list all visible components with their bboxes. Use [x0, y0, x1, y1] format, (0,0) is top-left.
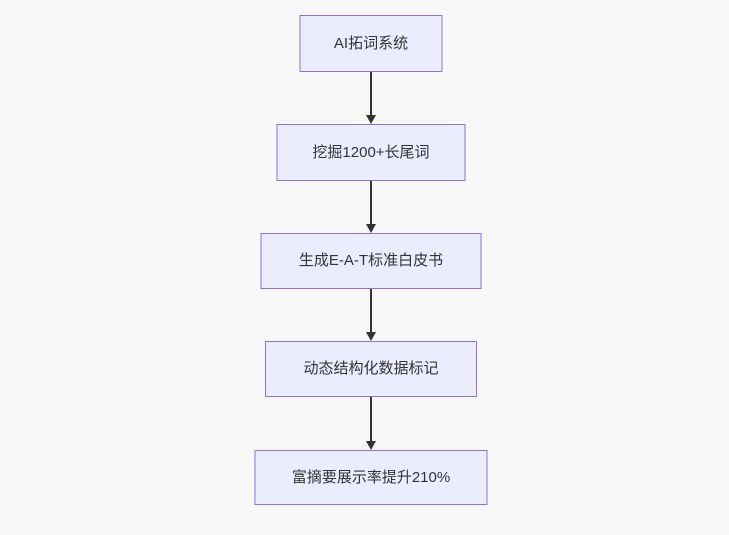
flow-node-label: 挖掘1200+长尾词	[312, 143, 430, 161]
flow-node-label: AI拓词系统	[333, 34, 409, 52]
flow-node-rich-snippet-result: 富摘要展示率提升210%	[254, 450, 488, 505]
flow-node-label: 动态结构化数据标记	[303, 360, 439, 377]
arrow-line	[370, 181, 372, 224]
flow-node-label: 生成E-A-T标准白皮书	[298, 252, 444, 269]
flow-node-label: 富摘要展示率提升210%	[291, 468, 451, 486]
arrow-line	[370, 72, 372, 115]
flow-node-structured-data-markup: 动态结构化数据标记	[265, 341, 477, 397]
flow-node-eat-whitepaper: 生成E-A-T标准白皮书	[260, 233, 482, 289]
arrow-head-icon	[366, 441, 376, 450]
flow-arrow-4	[366, 397, 376, 450]
arrow-head-icon	[366, 332, 376, 341]
flow-node-ai-keyword-system: AI拓词系统	[299, 15, 443, 72]
arrow-line	[370, 397, 372, 441]
arrow-head-icon	[366, 224, 376, 233]
flow-node-longtail-mining: 挖掘1200+长尾词	[276, 124, 466, 181]
flow-arrow-3	[366, 289, 376, 341]
flow-arrow-2	[366, 181, 376, 233]
arrow-head-icon	[366, 115, 376, 124]
flow-arrow-1	[366, 72, 376, 124]
arrow-line	[370, 289, 372, 332]
